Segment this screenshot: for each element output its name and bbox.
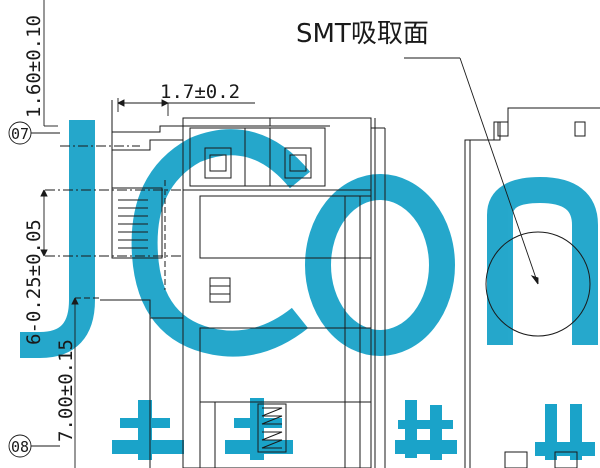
pin-section [45,100,183,299]
callout-08-label: 08 [11,438,29,456]
front-view [100,117,386,468]
side-view-outline [464,107,600,468]
pin-comb [111,187,163,259]
watermark-letter-n [487,176,598,345]
watermark-letter-j [20,120,95,358]
smt-note-label: SMT吸取面 [296,19,429,49]
watermark-chinese [112,398,595,460]
dimensions [8,0,539,468]
dim-top-label: 1.60±0.10 [23,15,45,118]
dim-pin-offset-label: 1.7±0.2 [160,81,240,103]
side-view [464,107,600,468]
dim-height-label: 7.00±0.15 [55,339,77,442]
latch-window-right [284,147,312,179]
watermark-letter-o [305,174,455,356]
smt-pickup-circle [485,231,591,337]
spring-contact [261,407,283,425]
watermark [20,120,598,358]
watermark-letter-c [131,129,311,357]
connector-body [182,117,372,468]
dim-pitch-label: 6-0.25±0.05 [23,219,45,345]
latch-window-left [204,147,232,179]
callout-07-label: 07 [11,125,29,143]
